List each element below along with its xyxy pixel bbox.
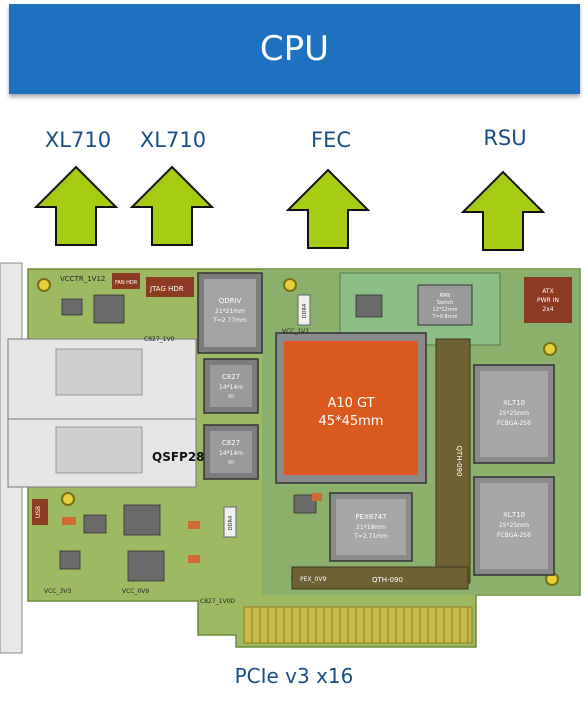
up-arrow-rsu (461, 170, 545, 251)
vcc-1v1-label: VCC_1V1 (282, 328, 309, 335)
xl710-label-1: XL710 (44, 128, 112, 152)
vcctr-label: VCCTR_1V12 (60, 275, 105, 283)
cpu-block: CPU (9, 4, 580, 94)
fpga-label: A10 GT (327, 396, 374, 411)
pex-size: 21*19mm (356, 524, 386, 531)
fpga-size: 45*45mm (319, 414, 384, 429)
qdriv-thickness: T=2.77mm (212, 317, 247, 324)
qth-horizontal-label: QTH-090 (372, 576, 403, 584)
atx-pwr-label: PWR IN (537, 297, 559, 304)
xl710-a-chip: XL710 (503, 399, 525, 407)
rsu-label: RSU (483, 126, 527, 150)
pex-label: PEX8747 (355, 513, 386, 521)
ddr4-top-label: DDR4 (302, 304, 308, 318)
qdriv-label: QDRIV (219, 297, 242, 305)
qsfp28-cage: QSFP28 (7, 338, 205, 488)
vcc-3v3-label: VCC_3V3 (44, 588, 71, 595)
rmii-thickness: T=0.8mm (432, 314, 458, 320)
c827-b-size: 14*14m (219, 450, 243, 457)
xl710-b-package: FCBGA-256 (497, 532, 531, 539)
xl710-label-2: XL710 (139, 128, 207, 152)
rmii-switch: Switch (437, 300, 454, 306)
pex-thickness: T=2.71mm (353, 533, 388, 540)
xl710-a-package: FCBGA-256 (497, 420, 531, 427)
pex-0v9-label: PEX_0V9 (300, 576, 326, 583)
c827-1v0d-label: C827_1V0D (200, 598, 235, 605)
atx-pins: 2x4 (542, 306, 553, 313)
c827-b-label: C827 (222, 439, 240, 447)
mounting-holes (37, 278, 559, 586)
rmii-label: RMII (440, 293, 451, 299)
fan-hdr-label: FAN HDR (115, 280, 138, 286)
pcie-edge-connector (243, 606, 473, 644)
cpu-label: CPU (259, 29, 330, 69)
up-arrow-fec (286, 168, 370, 249)
xl710-b-size: 25*25mm (499, 522, 529, 529)
up-arrow-xl710-1 (34, 165, 118, 246)
pcie-label: PCIe v3 x16 (234, 664, 354, 688)
vcc-0v9-label: VCC_0V9 (122, 588, 149, 595)
xl710-a-size: 25*25mm (499, 410, 529, 417)
rmii-size: 12*12mm (433, 307, 458, 313)
qth-vertical-label: QTH-090 (455, 446, 463, 477)
xl710-b-chip: XL710 (503, 511, 525, 519)
c827-a-unit: m (228, 393, 234, 400)
atx-label: ATX (542, 288, 553, 295)
qsfp28-label: QSFP28 (152, 450, 205, 464)
jtag-hdr-label: JTAG HDR (149, 285, 184, 293)
pcb-board: QSFP28 VCCTR_1V12 FAN HDR JTAG HDR QDRIV… (0, 262, 581, 654)
c827-a-size: 14*14m (219, 384, 243, 391)
qdriv-size: 21*21mm (215, 308, 245, 315)
c827-1v0-label: C827_1V0 (144, 336, 175, 343)
usb-label: USB (35, 506, 42, 518)
c827-a-label: C827 (222, 373, 240, 381)
c827-b-unit: m (228, 459, 234, 466)
up-arrow-xl710-2 (130, 165, 214, 246)
fec-label: FEC (310, 128, 351, 152)
ddr4-bottom-label: DDR4 (228, 516, 234, 530)
